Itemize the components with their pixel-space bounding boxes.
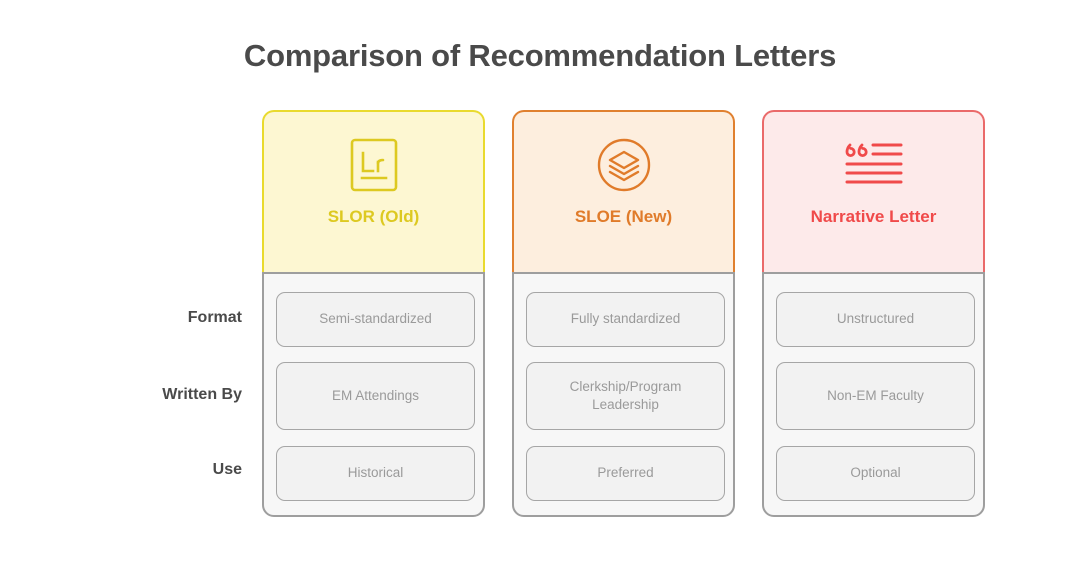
column-header-narrative: Narrative Letter bbox=[762, 110, 985, 272]
row-label-format: Format bbox=[187, 309, 242, 326]
cell-narrative-written-by: Non-EM Faculty bbox=[776, 362, 975, 430]
cell-slor-use: Historical bbox=[276, 446, 475, 501]
column-body-sloe: Fully standardized Clerkship/Program Lea… bbox=[512, 272, 735, 517]
column-title-slor: SLOR (Old) bbox=[327, 207, 420, 226]
quote-lines-icon bbox=[844, 136, 904, 194]
cell-sloe-format: Fully standardized bbox=[526, 292, 725, 347]
row-label-use: Use bbox=[212, 461, 242, 478]
column-header-slor: SLOR (Old) bbox=[262, 110, 485, 272]
page-title: Comparison of Recommendation Letters bbox=[243, 38, 837, 73]
cell-slor-format: Semi-standardized bbox=[276, 292, 475, 347]
column-title-sloe: SLOE (New) bbox=[574, 207, 673, 226]
column-body-narrative: Unstructured Non-EM Faculty Optional bbox=[762, 272, 985, 517]
row-label-written-by: Written By bbox=[162, 386, 242, 403]
cell-slor-written-by: EM Attendings bbox=[276, 362, 475, 430]
row-label-column: Format Written By Use bbox=[60, 110, 242, 520]
column-header-sloe: SLOE (New) bbox=[512, 110, 735, 272]
layers-circle-icon bbox=[595, 136, 653, 194]
cell-sloe-use: Preferred bbox=[526, 446, 725, 501]
comparison-column-narrative[interactable]: Narrative Letter Unstructured Non-EM Fac… bbox=[762, 110, 985, 517]
comparison-column-sloe[interactable]: SLOE (New) Fully standardized Clerkship/… bbox=[512, 110, 735, 517]
cell-narrative-format: Unstructured bbox=[776, 292, 975, 347]
comparison-column-slor[interactable]: SLOR (Old) Semi-standardized EM Attendin… bbox=[262, 110, 485, 517]
column-title-narrative: Narrative Letter bbox=[810, 207, 937, 226]
cell-narrative-use: Optional bbox=[776, 446, 975, 501]
letter-document-icon bbox=[348, 136, 400, 194]
comparison-table: Format Written By Use SLOR (Old) Semi-st… bbox=[0, 110, 1080, 520]
column-body-slor: Semi-standardized EM Attendings Historic… bbox=[262, 272, 485, 517]
cell-sloe-written-by: Clerkship/Program Leadership bbox=[526, 362, 725, 430]
